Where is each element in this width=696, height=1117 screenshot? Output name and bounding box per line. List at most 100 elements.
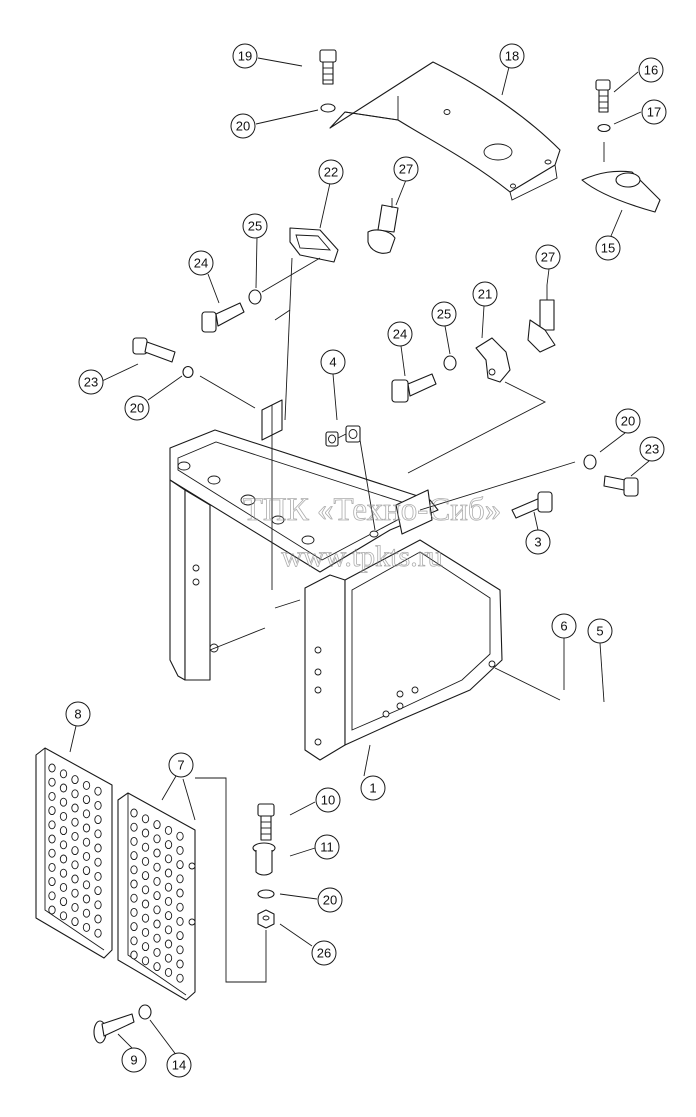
perforation-hole bbox=[94, 786, 102, 796]
callout-18: 18 bbox=[499, 43, 525, 69]
callout-9: 9 bbox=[121, 1047, 147, 1073]
perforation-hole bbox=[82, 866, 91, 876]
washer-20-right bbox=[583, 454, 597, 470]
perforation-hole bbox=[71, 874, 79, 884]
perforation-hole bbox=[94, 886, 102, 896]
perforation-hole bbox=[130, 936, 138, 946]
callout-26: 26 bbox=[311, 940, 337, 966]
perforation-hole bbox=[164, 967, 173, 977]
callout-25-left: 25 bbox=[242, 213, 268, 239]
perforation-hole bbox=[141, 814, 150, 824]
watermark-company: ТПК «Техно-Сиб» bbox=[243, 492, 501, 528]
perforation-hole bbox=[130, 836, 138, 846]
perforation-hole bbox=[141, 942, 150, 952]
svg-text:7: 7 bbox=[177, 758, 184, 773]
callout-20-right: 20 bbox=[615, 408, 641, 434]
perforation-hole bbox=[71, 817, 79, 827]
perforation-hole bbox=[48, 877, 56, 887]
perforation-hole bbox=[82, 780, 91, 790]
washer-25-left bbox=[248, 289, 262, 305]
perforation-hole bbox=[130, 893, 138, 903]
nut-26 bbox=[257, 909, 275, 929]
svg-text:20: 20 bbox=[323, 893, 337, 908]
perforation-hole bbox=[48, 848, 56, 858]
cap-15 bbox=[581, 170, 661, 213]
perforation-hole bbox=[48, 791, 56, 801]
perforation-hole bbox=[141, 927, 150, 937]
perforation-hole bbox=[164, 854, 173, 864]
callout-15: 15 bbox=[595, 235, 621, 261]
svg-text:11: 11 bbox=[320, 840, 334, 855]
svg-text:25: 25 bbox=[248, 219, 262, 234]
perforation-hole bbox=[141, 899, 150, 909]
perforation-hole bbox=[141, 828, 150, 838]
perforation-hole bbox=[94, 800, 102, 810]
watermark: ТПК «Техно-Сиб» www.tpkts.ru bbox=[242, 492, 501, 574]
perforation-hole bbox=[153, 848, 161, 858]
perforation-hole bbox=[48, 891, 56, 901]
callout-23-left: 23 bbox=[78, 369, 104, 395]
perforation-hole bbox=[141, 842, 150, 852]
callout-7: 7 bbox=[168, 752, 194, 778]
svg-text:10: 10 bbox=[321, 793, 335, 808]
perforation-hole bbox=[71, 846, 79, 856]
perforation-hole bbox=[71, 831, 79, 841]
callout-6: 6 bbox=[551, 613, 577, 639]
callout-23-right: 23 bbox=[639, 436, 665, 462]
perforation-hole bbox=[153, 834, 161, 844]
perforation-hole bbox=[48, 820, 56, 830]
perforation-hole bbox=[59, 826, 68, 836]
svg-text:3: 3 bbox=[534, 535, 541, 550]
perforation-hole bbox=[94, 857, 102, 867]
bolt-16 bbox=[595, 79, 611, 113]
perforation-hole bbox=[94, 871, 102, 881]
bracket-22 bbox=[289, 227, 339, 263]
perforation-hole bbox=[141, 956, 150, 966]
perforation-hole bbox=[71, 789, 79, 799]
perforation-hole bbox=[153, 905, 161, 915]
perforation-hole bbox=[71, 902, 79, 912]
perforation-hole bbox=[176, 831, 184, 841]
perforation-hole bbox=[59, 783, 68, 793]
step-plate-8 bbox=[35, 747, 113, 959]
bolt-24-left bbox=[201, 302, 245, 333]
step-plate-7 bbox=[117, 792, 196, 1001]
perforation-hole bbox=[82, 809, 91, 819]
perforation-hole bbox=[153, 891, 161, 901]
perforation-hole bbox=[141, 885, 150, 895]
callout-24-right: 24 bbox=[387, 321, 413, 347]
bolt-19 bbox=[319, 49, 337, 85]
perforation-hole bbox=[82, 908, 91, 918]
perforation-hole bbox=[71, 775, 79, 785]
perforation-hole bbox=[94, 900, 102, 910]
nut-pair-4 bbox=[325, 425, 361, 447]
perforation-hole bbox=[59, 840, 68, 850]
svg-text:16: 16 bbox=[644, 63, 658, 78]
callout-10: 10 bbox=[315, 787, 341, 813]
perforation-hole bbox=[59, 854, 68, 864]
svg-text:23: 23 bbox=[645, 442, 659, 457]
main-frame bbox=[169, 399, 503, 761]
callout-14: 14 bbox=[166, 1052, 192, 1078]
perforation-hole bbox=[71, 917, 79, 927]
callout-5: 5 bbox=[587, 618, 613, 644]
perforation-hole bbox=[176, 888, 184, 898]
perforation-hole bbox=[130, 851, 138, 861]
perforation-hole bbox=[130, 865, 138, 875]
perforation-hole bbox=[176, 845, 184, 855]
perforation-hole bbox=[130, 822, 138, 832]
perforation-hole bbox=[153, 962, 161, 972]
washer-17 bbox=[597, 123, 611, 133]
perforation-hole bbox=[176, 902, 184, 912]
perforation-hole bbox=[164, 840, 173, 850]
watermark-url: www.tpkts.ru bbox=[281, 540, 442, 573]
perforation-hole bbox=[94, 843, 102, 853]
svg-text:27: 27 bbox=[399, 162, 413, 177]
perforation-hole bbox=[164, 896, 173, 906]
perforation-hole bbox=[130, 879, 138, 889]
top-cover-plate bbox=[329, 61, 561, 201]
svg-text:17: 17 bbox=[647, 105, 661, 120]
perforation-hole bbox=[153, 933, 161, 943]
perforation-hole bbox=[94, 928, 102, 938]
